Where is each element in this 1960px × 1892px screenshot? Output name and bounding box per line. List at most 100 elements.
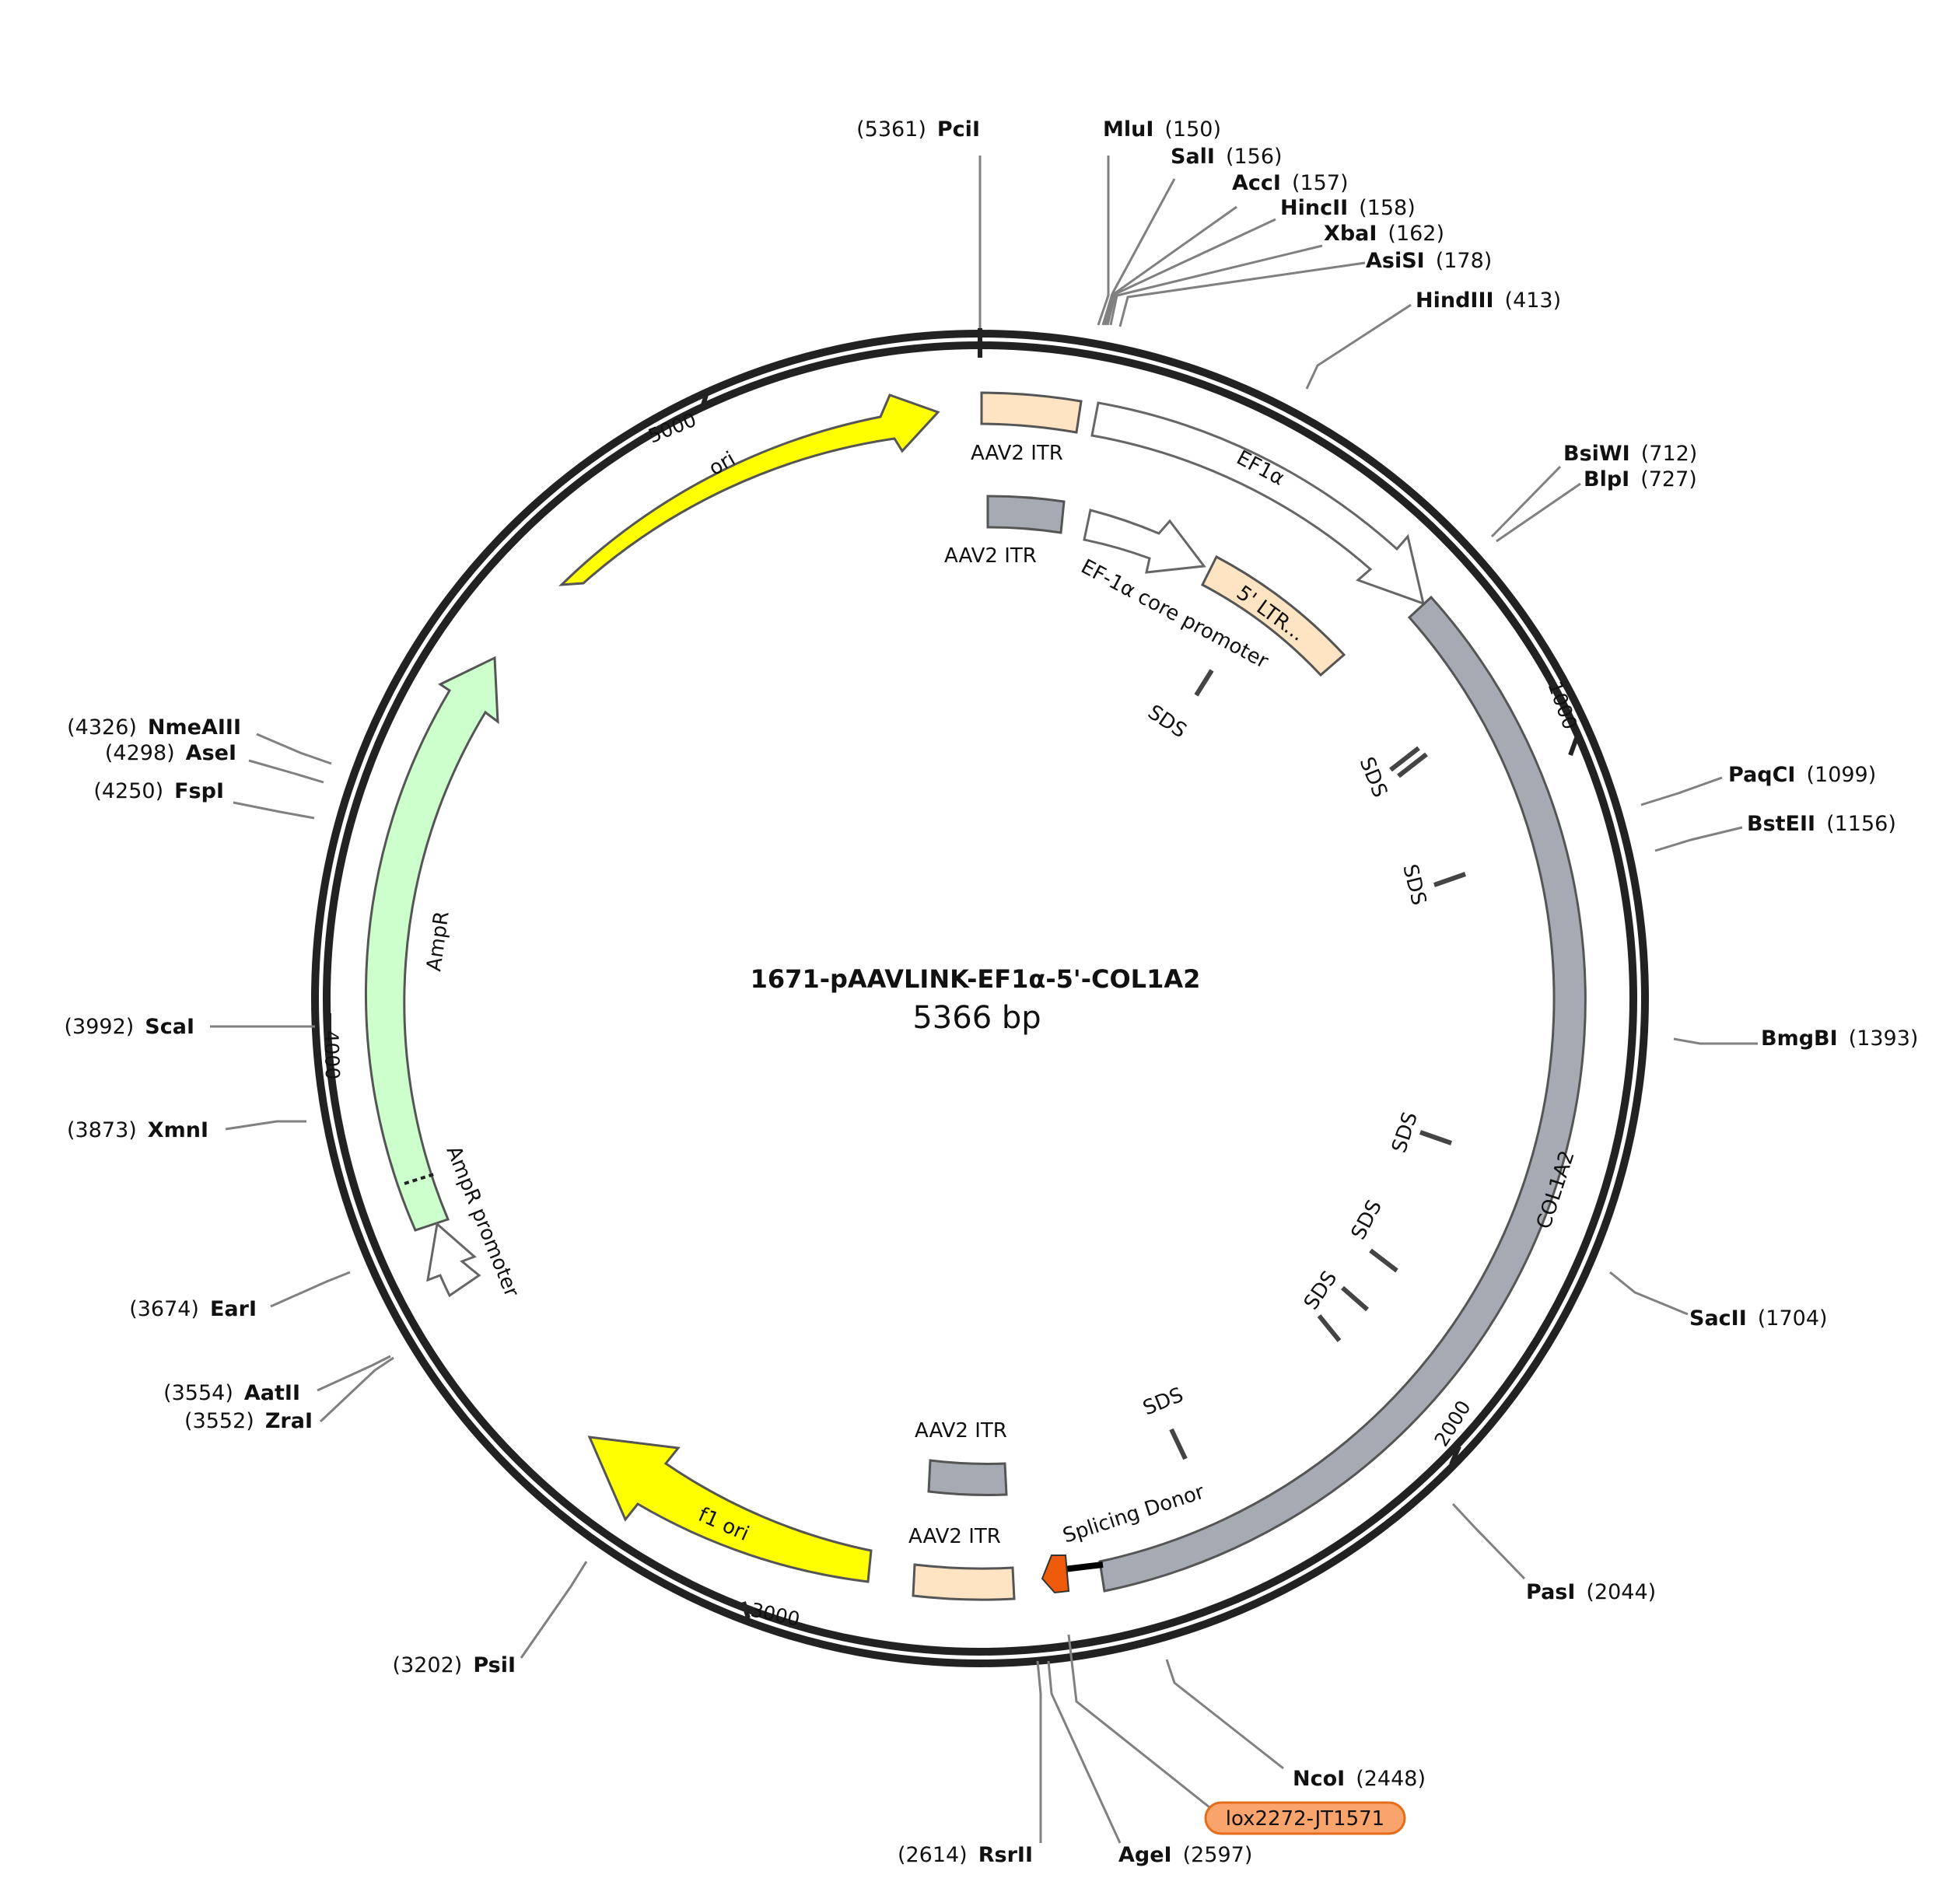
- line-PaqCI: [1640, 776, 1723, 806]
- line-PasI: [1451, 1502, 1526, 1580]
- line-BsiWI: [1490, 465, 1562, 538]
- ampr-divider: [404, 1173, 435, 1185]
- enzyme-AgeI: AgeI(2597): [1118, 1843, 1252, 1867]
- line-MluI: [1097, 156, 1110, 326]
- line-XbaI: [1109, 244, 1323, 326]
- enzyme-leader-lines: [210, 156, 1758, 1844]
- line-HincII: [1106, 218, 1276, 326]
- enzyme-FspI: (4250)FspI: [93, 779, 224, 803]
- sds-mark-9: [1169, 1428, 1188, 1460]
- enzyme-labels: (5361)PciI MluI(150) SalI(156) AccI(157)…: [65, 117, 1919, 1867]
- line-FspI: [233, 801, 315, 820]
- feature-aav2-itr-top[interactable]: [980, 391, 1083, 434]
- sds-mark-8: [1317, 1314, 1342, 1342]
- enzyme-NmeAIII: (4326)NmeAIII: [67, 715, 241, 740]
- feature-ampr[interactable]: [364, 656, 499, 1232]
- enzyme-PciI: (5361)PciI: [856, 117, 980, 142]
- feature-ef1a[interactable]: [1090, 401, 1426, 606]
- sds-label-7: SDS: [1139, 1383, 1186, 1421]
- enzyme-BmgBI: BmgBI(1393): [1761, 1026, 1918, 1051]
- sds-mark-6: [1369, 1248, 1398, 1273]
- line-AgeI: [1047, 1660, 1122, 1844]
- splicing-donor-bar: [1063, 1562, 1104, 1572]
- line-HindIII: [1305, 303, 1412, 390]
- tick-label-4000: 4000: [320, 1030, 344, 1080]
- tick-label-5000: 5000: [645, 408, 699, 448]
- enzyme-PaqCI: PaqCI(1099): [1728, 763, 1876, 787]
- line-ZraI: [319, 1356, 394, 1423]
- tick-2000: [1449, 1445, 1461, 1466]
- line-NcoI: [1165, 1659, 1284, 1770]
- enzyme-HincII: HincII(158): [1280, 196, 1416, 220]
- sds-mark-4: [1433, 872, 1466, 887]
- tick-5000: [700, 389, 710, 408]
- sds-label-6: SDS: [1300, 1267, 1342, 1314]
- sds-mark-3: [1389, 746, 1420, 772]
- enzyme-XmnI: (3873)XmnI: [67, 1118, 208, 1142]
- feature-ori[interactable]: [558, 393, 940, 586]
- line-lox: [1067, 1634, 1214, 1812]
- enzyme-BsiWI: BsiWI(712): [1563, 442, 1697, 466]
- sds-mark-1: [1194, 669, 1214, 697]
- enzyme-AatII: (3554)AatII: [163, 1381, 300, 1405]
- sds-label-5: SDS: [1347, 1196, 1387, 1243]
- tick-3000: [741, 1601, 751, 1619]
- feature-label-aav2-itr-top: AAV2 ITR: [971, 442, 1063, 465]
- line-SalI: [1101, 178, 1176, 326]
- feature-aav2-itr-inner[interactable]: [986, 495, 1066, 534]
- feature-aav2-itr-bottom[interactable]: [912, 1563, 1016, 1601]
- line-AseI: [248, 759, 324, 784]
- feature-5ltr[interactable]: [1201, 554, 1346, 677]
- line-NmeAIII: [256, 733, 332, 765]
- backbone-inner-ring: [323, 341, 1637, 1656]
- sds-mark-7: [1341, 1285, 1369, 1312]
- plasmid-length: 5366 bp: [912, 1000, 1041, 1036]
- feature-f1-ori[interactable]: [587, 1436, 873, 1583]
- feature-aav2-itr-bottom-inner[interactable]: [927, 1459, 1008, 1496]
- line-RsrII: [1036, 1660, 1042, 1843]
- sds-mark-5: [1419, 1130, 1452, 1145]
- enzyme-MluI: MluI(150): [1103, 117, 1221, 142]
- enzyme-SalI: SalI(156): [1171, 145, 1283, 169]
- feature-ampr-promoter[interactable]: [426, 1222, 481, 1298]
- line-AatII: [317, 1355, 391, 1392]
- feature-col1a2[interactable]: [1098, 595, 1587, 1593]
- feature-label-aav2-itr-bottom: AAV2 ITR: [908, 1525, 1001, 1548]
- enzyme-HindIII: HindIII(413): [1416, 289, 1561, 313]
- sds-marks: [1169, 669, 1466, 1460]
- sds-mark-2: [1397, 752, 1428, 778]
- line-SacII: [1609, 1271, 1689, 1316]
- enzyme-XbaI: XbaI(162): [1324, 222, 1444, 246]
- enzyme-PasI: PasI(2044): [1526, 1580, 1656, 1604]
- enzyme-BlpI: BlpI(727): [1584, 467, 1697, 491]
- feature-lox-pill[interactable]: [1204, 1801, 1406, 1835]
- line-PsiI: [520, 1561, 588, 1659]
- line-AccI: [1104, 205, 1237, 326]
- enzyme-AccI: AccI(157): [1232, 171, 1349, 195]
- tick-1000: [1568, 736, 1579, 757]
- feature-label-aav2-itr-inner: AAV2 ITR: [944, 544, 1037, 568]
- sds-label-2: SDS: [1355, 754, 1392, 800]
- line-XmnI: [225, 1120, 306, 1131]
- sds-label-3: SDS: [1398, 862, 1430, 908]
- sds-label-4: SDS: [1388, 1109, 1423, 1156]
- enzyme-RsrII: (2614)RsrII: [898, 1843, 1033, 1867]
- line-BstEII: [1654, 826, 1743, 852]
- line-EarI: [270, 1271, 351, 1308]
- sds-label-1: SDS: [1143, 701, 1191, 743]
- feature-splicing-donor[interactable]: [1041, 1555, 1070, 1594]
- line-AsiSI: [1118, 261, 1366, 327]
- enzyme-ScaI: (3992)ScaI: [65, 1015, 195, 1039]
- plasmid-name: 1671-pAAVLINK-EF1α-5'-COL1A2: [751, 964, 1201, 994]
- enzyme-SacII: SacII(1704): [1689, 1306, 1828, 1331]
- feature-label-aav2-itr-bottom-inner: AAV2 ITR: [915, 1419, 1007, 1443]
- feature-ef1a-core[interactable]: [1083, 509, 1206, 574]
- enzyme-BstEII: BstEII(1156): [1747, 812, 1896, 836]
- enzyme-AsiSI: AsiSI(178): [1366, 249, 1492, 273]
- line-BmgBI: [1673, 1037, 1758, 1045]
- enzyme-AseI: (4298)AseI: [105, 741, 236, 765]
- feature-label-lox: lox2272-JT1571: [1226, 1807, 1384, 1831]
- enzyme-PsiI: (3202)PsiI: [393, 1653, 516, 1677]
